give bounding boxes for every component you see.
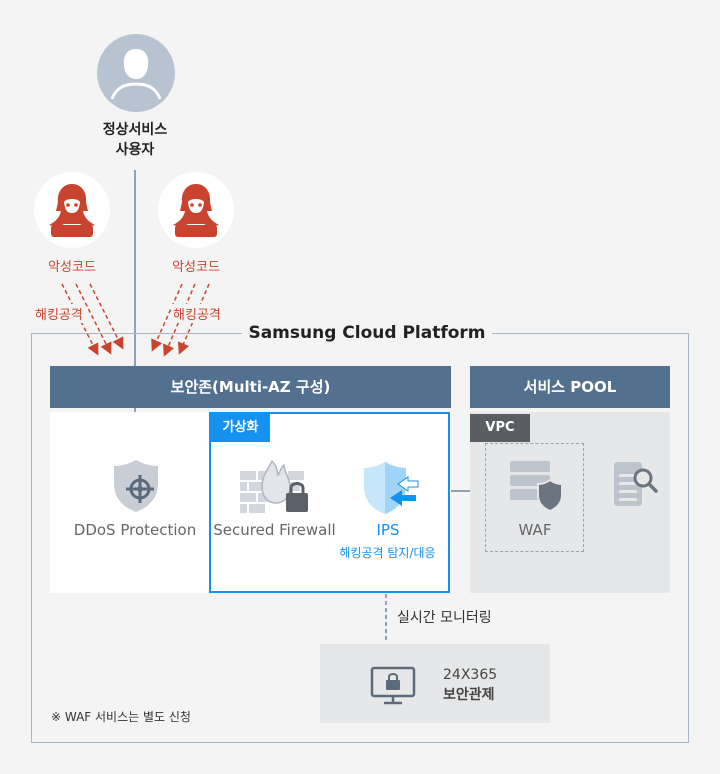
vpc-boundary <box>485 443 584 552</box>
soc-line2: 보안관제 <box>443 687 495 703</box>
virtualization-box <box>209 412 450 593</box>
platform-title: Samsung Cloud Platform <box>242 320 492 346</box>
ddos-shield-icon <box>111 458 161 514</box>
malware-label: 악성코드 <box>48 260 96 275</box>
monitor-lock-icon <box>370 666 416 706</box>
firewall-icon <box>238 455 314 515</box>
security-zone-header: 보안존(Multi-AZ 구성) <box>50 366 451 408</box>
waf-label: WAF <box>518 521 552 539</box>
user-label-line1: 정상서비스 <box>102 122 168 138</box>
service-pool-header: 서비스 POOL <box>470 366 670 408</box>
ips-sub-label: 해킹공격 탐지/대응 <box>339 546 436 560</box>
waf-server-shield-icon <box>508 459 566 513</box>
soc-line1: 24X365 <box>443 667 498 683</box>
virtualization-tag: 가상화 <box>211 414 270 442</box>
ips-shield-icon <box>362 460 420 516</box>
hacker-icon <box>157 171 235 249</box>
vpc-tag: VPC <box>470 414 530 442</box>
user-avatar-icon <box>96 33 176 113</box>
malware-label: 악성코드 <box>172 260 220 275</box>
firewall-label: Secured Firewall <box>213 521 336 539</box>
server-search-icon <box>612 460 658 510</box>
soc-panel <box>320 644 550 723</box>
user-label-line2: 사용자 <box>115 142 155 158</box>
ddos-label: DDoS Protection <box>73 521 197 539</box>
waf-note: ※ WAF 서비스는 별도 신청 <box>51 710 191 724</box>
hacking-label: 해킹공격 <box>171 304 223 323</box>
monitoring-label: 실시간 모니터링 <box>397 610 492 626</box>
user-label: 정상서비스 사용자 <box>75 120 195 160</box>
ips-label: IPS <box>376 521 400 539</box>
hacker-icon <box>33 171 111 249</box>
hacking-label: 해킹공격 <box>33 304 85 323</box>
soc-text: 24X365 보안관제 <box>443 665 497 705</box>
